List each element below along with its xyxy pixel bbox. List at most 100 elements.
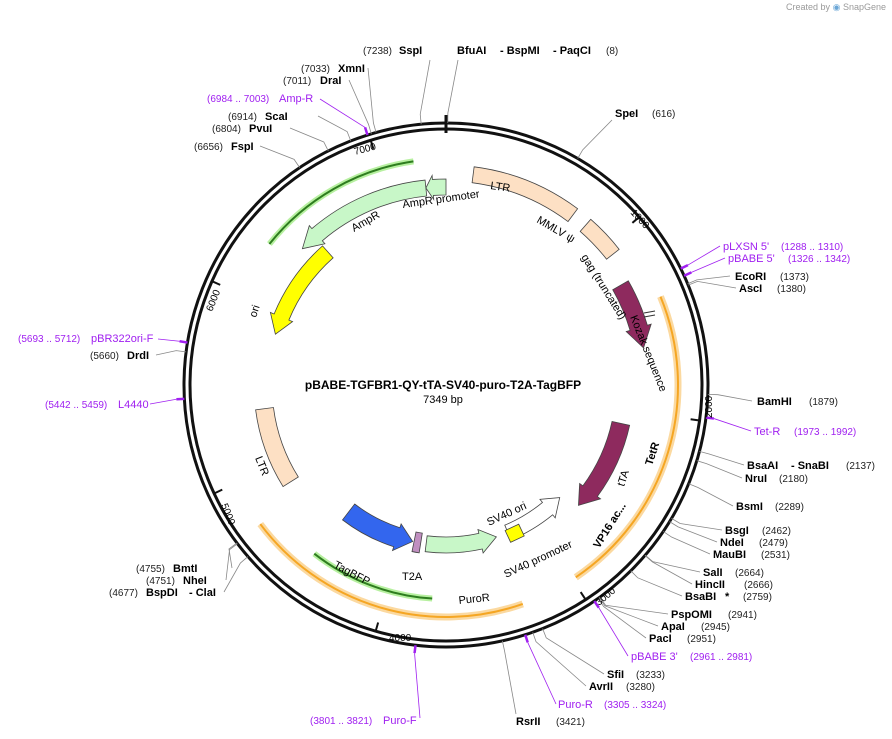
leader-paci	[597, 598, 647, 639]
orf-arc-green-2	[268, 160, 414, 245]
enzyme-name-bsgi: BsgI	[725, 525, 749, 537]
feature-tagbfp	[341, 503, 414, 552]
leader-bspdi	[223, 556, 249, 593]
primer-mark-ampr-leader	[319, 98, 366, 128]
enzyme-name-avrii: AvrII	[589, 681, 613, 693]
leader-bfuai	[447, 59, 459, 124]
enzyme-pos-xmni: (7033)	[301, 64, 330, 75]
primer-mark-plxsn5	[680, 263, 689, 270]
feature-label-ori: ori	[247, 304, 262, 319]
primer-mark-pbabe3-leader	[598, 607, 629, 657]
plasmid-name: pBABE-TGFBR1-QY-tTA-SV40-puro-T2A-TagBFP	[305, 378, 581, 392]
leader-xmni	[367, 67, 377, 133]
enzyme-pos-avrii: (3280)	[626, 682, 655, 693]
primer-mark-pbr322-leader	[157, 338, 180, 342]
leader-drdi	[155, 350, 187, 356]
primer-range-pbabe5: (1326 .. 1342)	[788, 254, 850, 265]
primer-mark-puror-leader	[527, 642, 557, 705]
enzyme-pos-asci: (1380)	[777, 284, 806, 295]
primer-range-plxsn5: (1288 .. 1310)	[781, 242, 843, 253]
enzyme-name-scai: ScaI	[265, 111, 288, 123]
orf-arcs	[257, 158, 682, 621]
enzyme-pos-bsabi: (2759)	[743, 592, 772, 603]
leader-bsgi	[671, 518, 723, 531]
tick-7000	[369, 140, 375, 150]
feature-label-sv40-promoter: SV40 promoter	[502, 538, 574, 580]
primer-mark-pbabe3	[593, 600, 600, 609]
tick-marks	[211, 115, 700, 632]
leader-sali	[644, 554, 701, 573]
enzyme-pos-spei: (616)	[652, 109, 675, 120]
enzyme-name-bspdi: BspDI	[146, 587, 178, 599]
feature-ori	[269, 245, 334, 335]
enzyme-name-ecori: EcoRI	[735, 271, 766, 283]
enzyme-pos-nrui: (2180)	[779, 474, 808, 485]
enzyme-extra-snabi: - SnaBI	[791, 460, 829, 472]
enzyme-name-nrui: NruI	[745, 473, 767, 485]
primer-mark-pbr322	[179, 340, 188, 344]
enzyme-name-fspi: FspI	[231, 141, 254, 153]
leader-apai	[598, 597, 659, 627]
tick-1000	[631, 216, 640, 224]
feature-label-puror: PuroR	[458, 592, 490, 607]
feature-kozak-mark-2	[643, 314, 656, 318]
feature-label-tagbfp: TagBFP	[332, 559, 372, 588]
primer-range-pbr322: (5693 .. 5712)	[18, 334, 80, 345]
leader-avrii	[532, 632, 587, 687]
enzyme-name-maubi: MauBI	[713, 549, 746, 561]
primer-range-puror: (3305 .. 3324)	[604, 700, 666, 711]
leader-drai	[348, 79, 372, 134]
leader-nrui	[696, 460, 743, 479]
enzyme-pos-sspi: (7238)	[363, 46, 392, 57]
enzyme-pos-apai: (2945)	[701, 622, 730, 633]
enzyme-pos-drdi: (5660)	[90, 351, 119, 362]
feature-label-t2a: T2A	[402, 571, 423, 583]
primer-mark-tetr	[705, 416, 715, 420]
primer-mark-l4440-leader	[149, 398, 177, 405]
enzyme-name-bamhi: BamHI	[757, 396, 792, 408]
enzyme-name-nhei: NheI	[183, 575, 207, 587]
primer-mark-plxsn5-leader	[687, 245, 721, 266]
feature-ampr	[301, 179, 428, 250]
primer-name-pbabe5: pBABE 5'	[728, 253, 775, 265]
leader-scai	[317, 115, 352, 142]
feature-t2a	[411, 531, 423, 554]
enzyme-extra-clai: - ClaI	[189, 587, 216, 599]
leader-bsaai	[699, 451, 745, 466]
enzyme-pos-nhei: (4751)	[146, 576, 175, 587]
enzyme-name-paci: PacI	[649, 633, 672, 645]
enzyme-name-pspomi: PspOMI	[671, 609, 712, 621]
leader-pspomi	[599, 596, 669, 615]
brand-prefix: Created by	[786, 2, 831, 12]
enzyme-pos-bmti: (4755)	[136, 564, 165, 575]
leader-sfii	[542, 628, 605, 675]
enzyme-name-sspi: SspI	[399, 45, 422, 57]
leader-ecori	[687, 275, 731, 285]
feature-label-tta: tTA	[615, 468, 632, 488]
leader-spei	[577, 119, 613, 159]
leader-rsrii	[501, 640, 517, 715]
enzyme-name-sali: SalI	[703, 567, 723, 579]
orf-arc-puro-tagbfp	[259, 523, 524, 618]
enzyme-pos-bsmi: (2289)	[775, 502, 804, 513]
leader-bmti	[228, 542, 238, 569]
enzyme-pos-bspdi: (4677)	[109, 588, 138, 599]
feature-kozak-mark-1	[643, 310, 656, 314]
feature-ampr-promoter	[425, 173, 447, 201]
enzyme-pos-fspi: (6656)	[194, 142, 223, 153]
enzyme-pos-paci: (2951)	[687, 634, 716, 645]
primer-name-ampr: Amp-R	[279, 93, 313, 105]
enzyme-pos-bamhi: (1879)	[809, 397, 838, 408]
leader-bamhi	[707, 393, 753, 402]
tick-2000	[690, 418, 700, 422]
primer-mark-purof	[413, 645, 417, 654]
primer-range-l4440: (5442 .. 5459)	[45, 400, 107, 411]
enzyme-name-ascI: AscI	[739, 283, 762, 295]
feature-label-tetr: TetR	[643, 441, 662, 467]
leader-bsabi	[630, 570, 683, 597]
enzyme-pos-rsrii: (3421)	[556, 717, 585, 728]
primer-mark-ampr	[363, 127, 369, 136]
enzyme-name-bmti: BmtI	[173, 563, 197, 575]
enzyme-name-bsaai: BsaAI	[747, 460, 778, 472]
